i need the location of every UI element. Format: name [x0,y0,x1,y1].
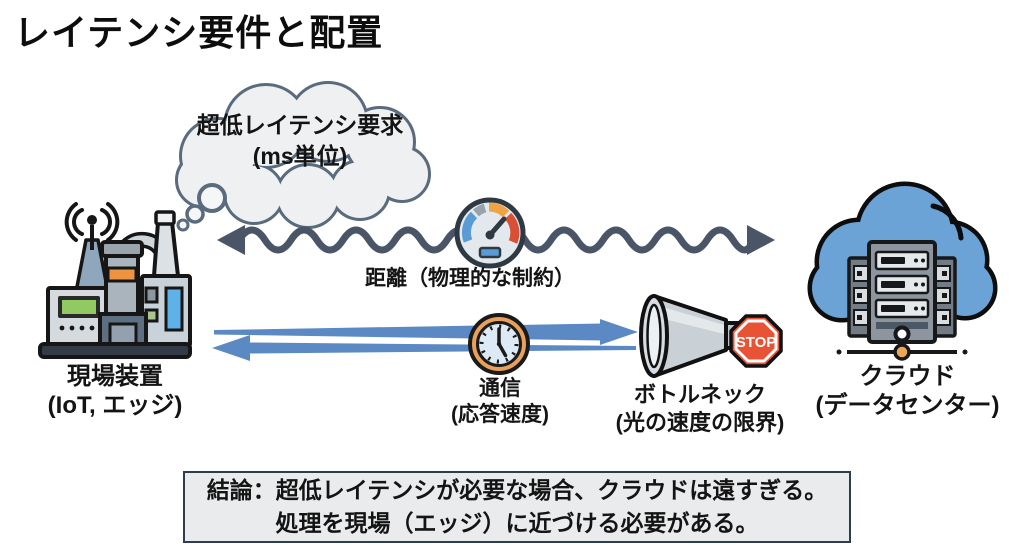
thought-bubble-icon [148,78,448,238]
page-title: レイテンシ要件と配置 [14,12,384,53]
conclusion-line1: 結論：超低レイテンシが必要な場合、クラウドは遠すぎる。 [206,477,828,504]
comm-arrows [210,318,640,364]
clock-icon [465,310,533,378]
distance-label: 距離（物理的な制約） [365,267,575,290]
cloud-datacenter-icon [797,170,1007,365]
conclusion-box: 結論：超低レイテンシが必要な場合、クラウドは遠すぎる。 処理を現場（エッジ）に近… [183,471,851,543]
thought-bubble-text: 超低レイテンシ要求 (ms単位) [170,110,430,172]
speedometer-icon [450,193,530,273]
stop-sign-icon: STOP [729,314,783,368]
latency-requirement-line2: (ms単位) [252,143,348,170]
latency-requirement-line1: 超低レイテンシ要求 [196,112,404,138]
cloud-node-label-line1: クラウド [859,363,956,390]
cloud-node-label-line2: (データセンター) [815,392,1000,420]
edge-node-label: 現場装置 (IoT, エッジ) [15,362,215,421]
communication-label-line2: (応答速度) [451,403,549,427]
funnel-icon: STOP [628,292,790,380]
communication-label: 通信 (応答速度) [420,376,580,429]
edge-node-label-line1: 現場装置 [67,363,163,390]
cloud-node-label: クラウド (データセンター) [805,362,1010,421]
bottleneck-label-line1: ボトルネック [633,382,766,407]
communication-label-line1: 通信 [479,377,521,400]
conclusion-line2: 処理を現場（エッジ）に近づける必要がある。 [275,510,759,536]
bottleneck-label-line2: (光の速度の限界) [615,409,785,435]
edge-node-label-line2: (IoT, エッジ) [47,392,183,420]
stop-sign-text: STOP [736,334,777,351]
factory-icon [30,196,200,361]
bottleneck-label: ボトルネック (光の速度の限界) [590,381,810,436]
